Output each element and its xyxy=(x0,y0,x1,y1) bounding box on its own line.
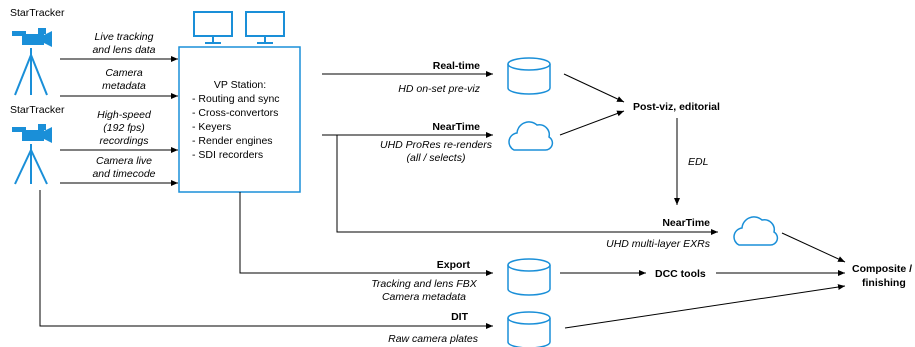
arrow-to-postviz xyxy=(559,110,625,136)
input-label: metadata xyxy=(102,80,146,92)
camera-icon xyxy=(12,124,52,143)
database-icon xyxy=(507,311,551,347)
dit-label: DIT xyxy=(451,311,469,323)
station-item: - Keyers xyxy=(192,121,231,133)
export-label: Export xyxy=(437,259,471,271)
station-title: VP Station: xyxy=(214,79,266,91)
station-item: - Cross-convertors xyxy=(192,107,278,119)
database-icon xyxy=(507,57,551,95)
camera-icon xyxy=(12,28,52,47)
arrow-to-postviz xyxy=(563,73,625,103)
export-desc: Tracking and lens FBX xyxy=(371,278,477,290)
dcc-node: DCC tools xyxy=(655,268,706,280)
realtime-label: Real-time xyxy=(433,60,480,72)
monitor-icon xyxy=(245,11,285,44)
realtime-desc: HD on-set pre-viz xyxy=(398,83,480,95)
composite-node: finishing xyxy=(862,277,906,289)
monitor-icon xyxy=(193,11,233,44)
neartime-label: NearTime xyxy=(432,121,480,133)
input-label: recordings xyxy=(99,135,149,147)
neartime-2-desc: UHD multi-layer EXRs xyxy=(606,238,711,250)
input-label: Camera live xyxy=(96,155,152,167)
database-icon xyxy=(507,258,551,296)
edl-label: EDL xyxy=(688,156,709,168)
input-label: and lens data xyxy=(92,44,155,56)
tripod-icon xyxy=(14,144,48,185)
postviz-node: Post-viz, editorial xyxy=(633,101,720,113)
station-item: - SDI recorders xyxy=(192,149,263,161)
station-item: - Routing and sync xyxy=(192,93,280,105)
export-arrow xyxy=(239,192,493,276)
export-desc: Camera metadata xyxy=(382,291,466,303)
input-label: Camera xyxy=(105,67,143,79)
camera-2-label: StarTracker xyxy=(10,104,65,116)
composite-node: Composite / xyxy=(852,263,912,275)
dit-arrow xyxy=(39,190,493,329)
dit-desc: Raw camera plates xyxy=(388,333,479,345)
cloud-icon xyxy=(508,121,554,151)
neartime-desc: (all / selects) xyxy=(407,152,466,164)
station-item: - Render engines xyxy=(192,135,273,147)
input-label: Live tracking xyxy=(95,31,154,43)
vp-station-box xyxy=(178,46,301,193)
camera-1-label: StarTracker xyxy=(10,7,65,19)
input-label: and timecode xyxy=(92,168,155,180)
input-label: (192 fps) xyxy=(103,122,144,134)
arrow-to-composite xyxy=(781,232,846,263)
arrow-to-composite xyxy=(564,284,846,329)
neartime-2-arrow xyxy=(336,135,718,235)
neartime-desc: UHD ProRes re-renders xyxy=(380,139,493,151)
tripod-icon xyxy=(14,48,48,96)
input-label: High-speed xyxy=(97,109,152,121)
neartime-2-label: NearTime xyxy=(662,217,710,229)
cloud-icon xyxy=(733,216,779,246)
